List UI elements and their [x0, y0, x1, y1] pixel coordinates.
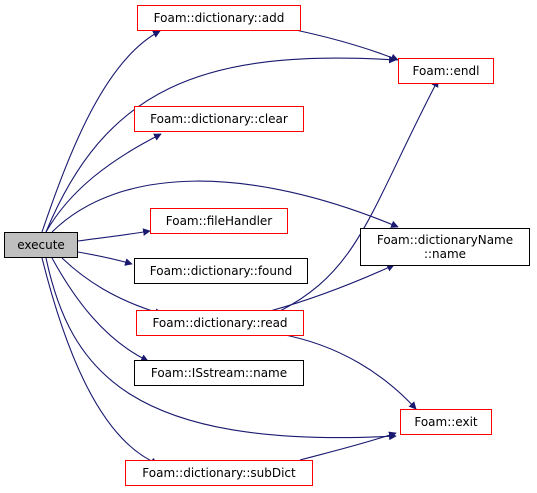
edge-execute-clear: [45, 133, 162, 233]
node-label: Foam::ISstream::name: [150, 366, 288, 380]
node-filehandler[interactable]: Foam::fileHandler: [150, 208, 288, 234]
edge-read-exit: [279, 333, 417, 410]
node-label: Foam::dictionary::clear: [150, 112, 288, 126]
node-label: Foam::dictionary::subDict: [142, 466, 296, 480]
node-dictionary-read[interactable]: Foam::dictionary::read: [136, 310, 304, 336]
node-dictionaryname-name[interactable]: Foam::dictionaryName ::name: [360, 228, 530, 266]
edge-execute-endl: [45, 55, 397, 233]
edge-execute-add: [41, 30, 161, 233]
edge-execute-isname: [51, 257, 149, 362]
edge-execute-found: [77, 251, 133, 266]
node-label: execute: [17, 238, 65, 252]
node-label-line2: ::name: [423, 247, 467, 261]
node-label: Foam::dictionary::found: [149, 264, 293, 278]
node-exit[interactable]: Foam::exit: [400, 409, 492, 435]
node-label: Foam::endl: [412, 64, 480, 78]
node-endl[interactable]: Foam::endl: [398, 58, 494, 84]
node-label: Foam::dictionary::read: [152, 316, 288, 330]
edge-execute-read: [61, 257, 163, 316]
node-label: Foam::exit: [414, 415, 478, 429]
node-label: Foam::dictionary::add: [153, 11, 285, 25]
node-dictionary-clear[interactable]: Foam::dictionary::clear: [134, 106, 304, 132]
node-label: Foam::fileHandler: [165, 214, 273, 228]
node-execute[interactable]: execute: [4, 232, 78, 258]
node-dictionary-found[interactable]: Foam::dictionary::found: [134, 258, 308, 284]
node-dictionary-add[interactable]: Foam::dictionary::add: [137, 5, 301, 31]
edge-execute-subdict: [41, 257, 159, 465]
edge-read-dictname: [269, 264, 395, 312]
edge-subdict-exit: [299, 431, 397, 461]
edge-execute-filehandler: [77, 228, 151, 242]
node-label-line1: Foam::dictionaryName: [376, 233, 514, 247]
node-isstream-name[interactable]: Foam::ISstream::name: [134, 360, 304, 386]
edge-execute-dictname: [51, 180, 399, 233]
node-dictionary-subdict[interactable]: Foam::dictionary::subDict: [125, 460, 313, 486]
edge-execute-exit: [45, 257, 397, 441]
